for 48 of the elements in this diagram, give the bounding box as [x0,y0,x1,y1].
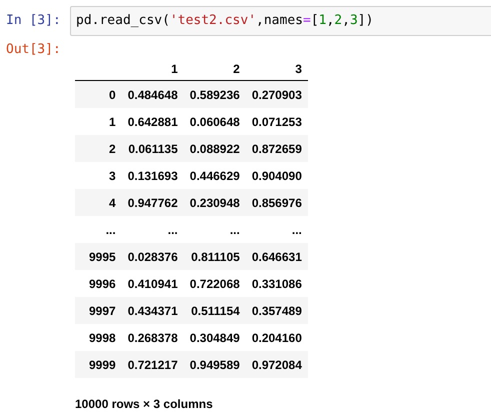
table-cell: 0.972084 [246,351,308,378]
table-cell: 0.331086 [246,270,308,297]
table-cell: 0.589236 [184,80,246,108]
table-cell: 0.357489 [246,297,308,324]
row-index-cell: 9996 [75,270,122,297]
table-cell: 0.071253 [246,108,308,135]
table-cell: 0.484648 [122,80,184,108]
table-cell: 0.721217 [122,351,184,378]
table-cell: 0.949589 [184,351,246,378]
row-index-cell: 4 [75,189,122,216]
row-index-cell: ... [75,216,122,243]
table-cell: 0.304849 [184,324,246,351]
table-cell: 0.722068 [184,270,246,297]
table-cell: ... [122,216,184,243]
table-cell: 0.434371 [122,297,184,324]
input-prompt: In [3]: [6,13,61,28]
table-cell: ... [246,216,308,243]
code-cell: pd.read_csv('test2.csv',names=[1,2,3]) [70,6,491,36]
row-index-cell: 9999 [75,351,122,378]
table-cell: 0.204160 [246,324,308,351]
table-cell: 0.446629 [184,162,246,189]
table-cell: 0.856976 [246,189,308,216]
row-index-cell: 2 [75,135,122,162]
table-cell: 0.060648 [184,108,246,135]
table-cell: 0.511154 [184,297,246,324]
table-cell: 0.131693 [122,162,184,189]
row-index-cell: 9998 [75,324,122,351]
table-summary: 10000 rows × 3 columns [75,397,213,411]
table-cell: 0.811105 [184,243,246,270]
table-cell: 0.410941 [122,270,184,297]
row-index-cell: 9997 [75,297,122,324]
row-index-cell: 3 [75,162,122,189]
table-cell: 0.088922 [184,135,246,162]
table-cell: 0.061135 [122,135,184,162]
row-index-cell: 1 [75,108,122,135]
table-cell: 0.642881 [122,108,184,135]
table-cell: 0.268378 [122,324,184,351]
table-cell: 0.230948 [184,189,246,216]
table-cell: 0.270903 [246,80,308,108]
table-cell: 0.646631 [246,243,308,270]
row-index-cell: 9995 [75,243,122,270]
table-cell: 0.028376 [122,243,184,270]
row-index-cell: 0 [75,80,122,108]
table-cell: 0.904090 [246,162,308,189]
table-cell: 0.947762 [122,189,184,216]
output-prompt: Out[3]: [6,42,61,57]
table-cell: ... [184,216,246,243]
table-cell: 0.872659 [246,135,308,162]
